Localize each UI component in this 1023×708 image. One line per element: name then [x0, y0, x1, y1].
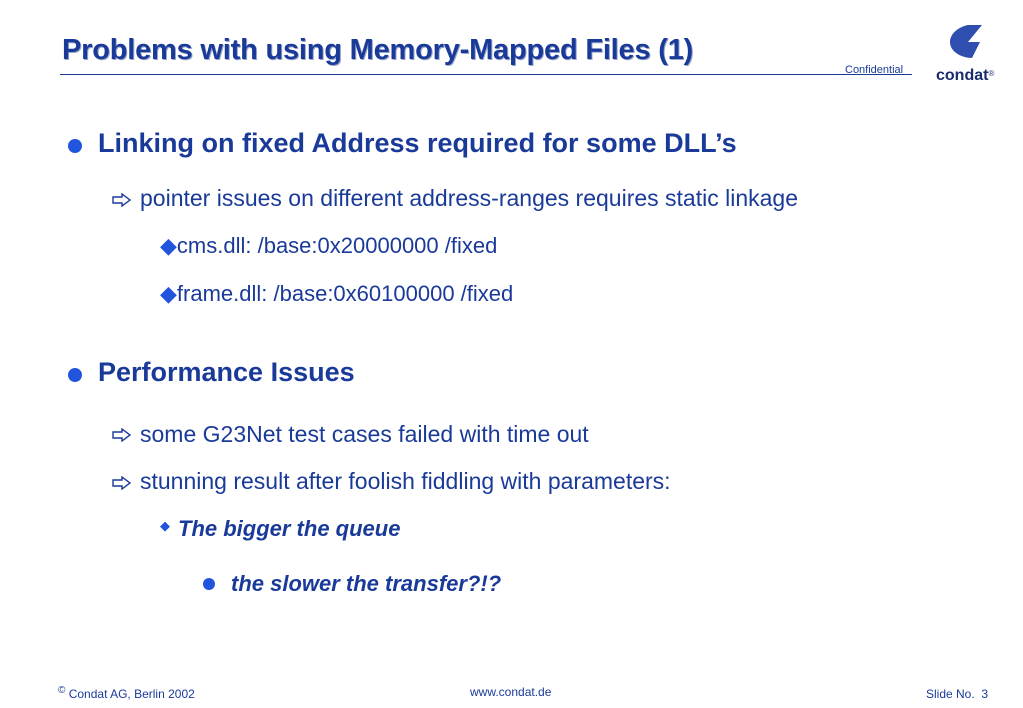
confidential-label: Confidential	[845, 64, 904, 76]
sub-bullet: pointer issues on different address-rang…	[140, 185, 798, 211]
slide-title: Problems with using Memory-Mapped Files …	[62, 34, 694, 66]
list-item-text: The bigger the queue	[178, 516, 401, 541]
diamond-icon: ◆	[160, 281, 177, 306]
logo-text: condat	[936, 67, 989, 84]
title-rule	[60, 74, 912, 75]
bullet-heading: Performance Issues	[98, 357, 355, 387]
deep-bullet-text: the slower the transfer?!?	[231, 571, 502, 596]
company-logo: condat®	[936, 67, 994, 85]
bullet-dot-icon	[68, 368, 82, 382]
bullet-dot-icon	[68, 139, 82, 153]
logo-mark-icon	[950, 25, 982, 58]
slide-label: Slide No.	[926, 687, 975, 701]
list-item: ◆ The bigger the queue	[160, 516, 400, 542]
arrow-right-outline-icon	[112, 428, 132, 442]
footer-slide-number: Slide No. 3	[926, 687, 988, 701]
footer-url[interactable]: www.condat.de	[470, 685, 552, 699]
bullet-dot-icon	[203, 578, 215, 590]
diamond-icon: ◆	[160, 233, 177, 258]
diamond-icon: ◆	[160, 518, 170, 533]
list-item: ◆cms.dll: /base:0x20000000 /fixed	[160, 233, 497, 259]
copyright-symbol: ©	[58, 685, 66, 696]
list-item: ◆frame.dll: /base:0x60100000 /fixed	[160, 281, 513, 307]
arrow-right-outline-icon	[112, 476, 132, 490]
slide-number: 3	[981, 687, 989, 701]
sub-bullet: stunning result after foolish fiddling w…	[140, 468, 671, 494]
list-item-text: cms.dll: /base:0x20000000 /fixed	[176, 233, 498, 258]
sub-bullet: some G23Net test cases failed with time …	[140, 421, 589, 447]
registered-mark: ®	[988, 69, 995, 78]
arrow-right-outline-icon	[112, 193, 132, 207]
footer-copyright: © Condat AG, Berlin 2002	[58, 685, 195, 701]
list-item-text: frame.dll: /base:0x60100000 /fixed	[176, 281, 514, 306]
bullet-heading: Linking on fixed Address required for so…	[98, 128, 737, 158]
footer-company: Condat AG, Berlin 2002	[68, 687, 195, 701]
